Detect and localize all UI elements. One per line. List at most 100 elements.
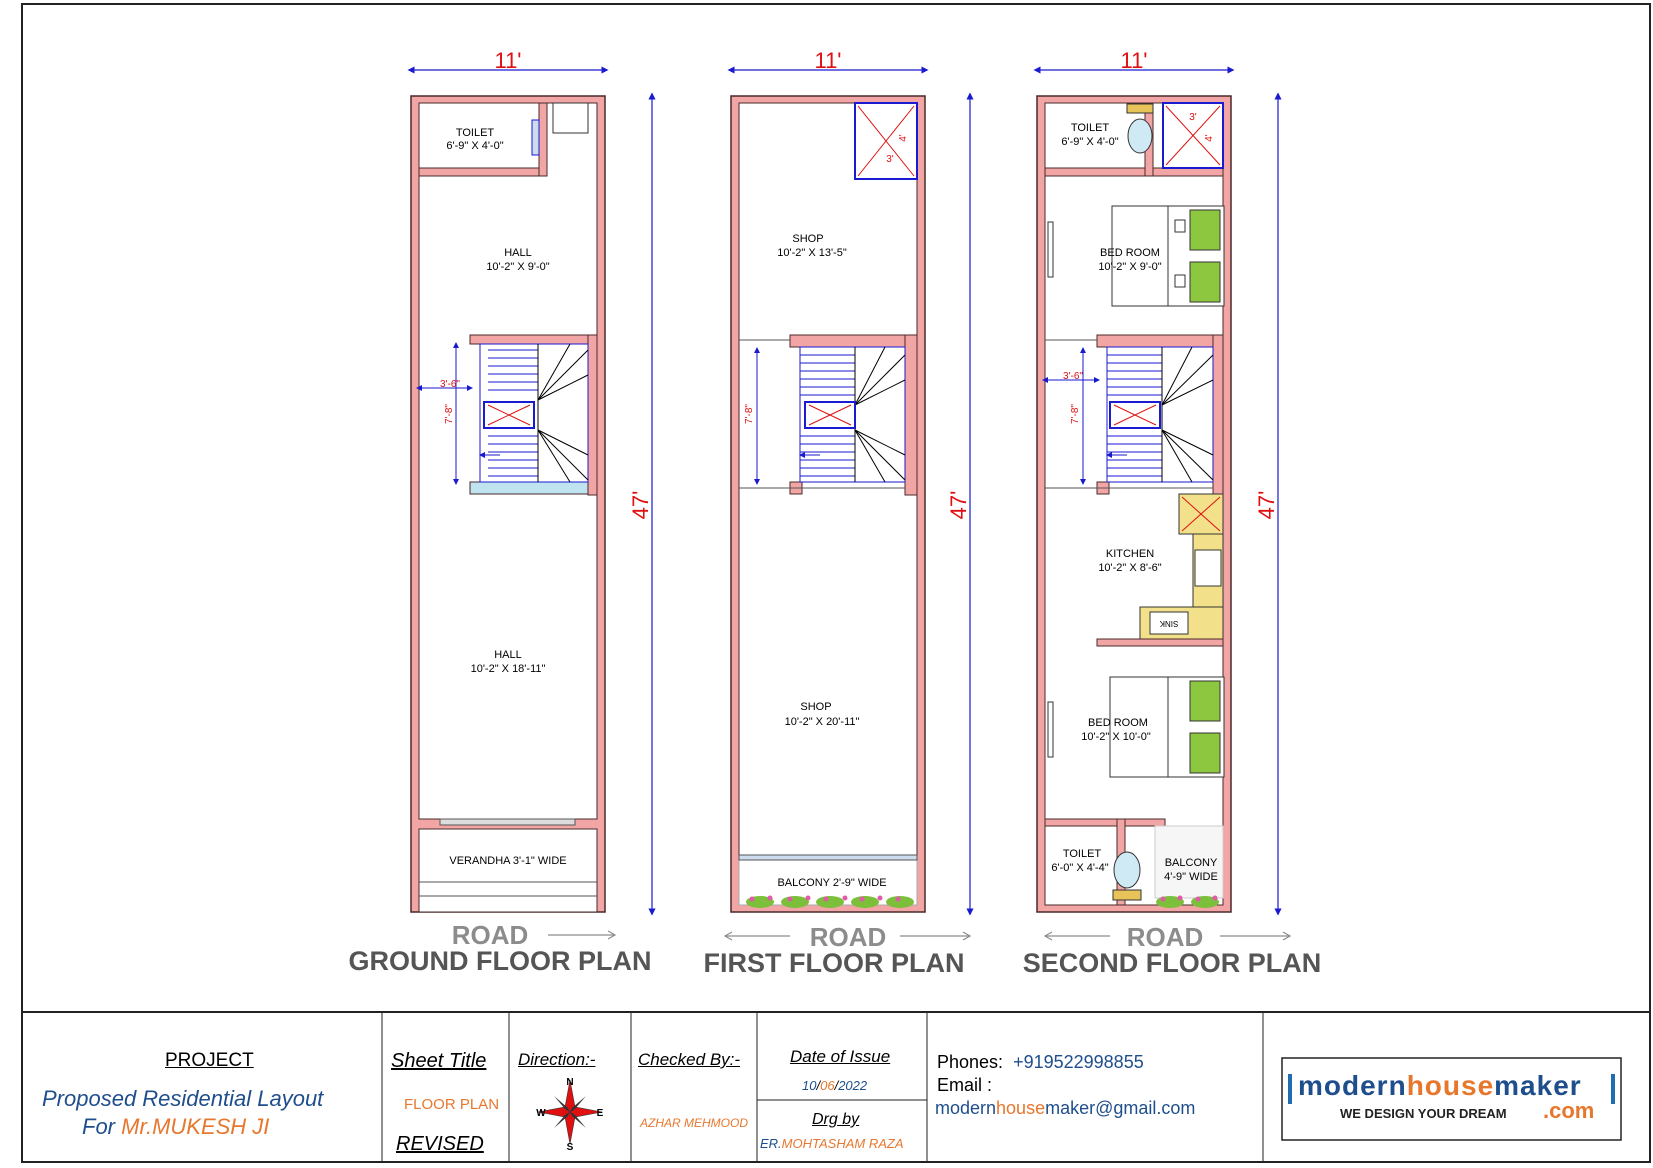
second-road-label: ROAD bbox=[1127, 922, 1204, 952]
first-road-label: ROAD bbox=[810, 922, 887, 952]
second-room-size: 10'-2" X 10'-0" bbox=[1081, 731, 1151, 743]
first-balcony-plants bbox=[746, 895, 914, 908]
drg-by-prefix: ER. bbox=[760, 1136, 782, 1151]
ground-room-name: HALL bbox=[494, 649, 522, 661]
second-width-dim: 11' bbox=[1120, 48, 1147, 73]
phone-number: +919522998855 bbox=[1013, 1052, 1144, 1072]
second-duct-dim: 4' bbox=[1204, 134, 1215, 142]
email-part: house bbox=[996, 1098, 1046, 1118]
project-label: PROJECT bbox=[165, 1050, 254, 1071]
phones-label: Phones: bbox=[937, 1052, 1004, 1072]
second-room-size: 6'-0" X 4'-4" bbox=[1051, 862, 1108, 874]
first-depth-dim: 47' bbox=[946, 491, 971, 520]
second-floor-plan bbox=[1036, 95, 1232, 913]
revised-label: REVISED bbox=[396, 1133, 484, 1155]
ground-duct-cross bbox=[487, 404, 531, 426]
date-of-issue-label: Date of Issue bbox=[790, 1047, 891, 1066]
second-wardrobe bbox=[1047, 221, 1054, 278]
second-kitchen-wall bbox=[1096, 638, 1224, 647]
checked-by-label: Checked By:- bbox=[638, 1050, 741, 1069]
second-side-table bbox=[1174, 274, 1186, 288]
ground-room-name: TOILET bbox=[456, 127, 495, 139]
phones-line: Phones: +919522998855 bbox=[937, 1052, 1144, 1073]
second-stair-right-wall bbox=[1212, 334, 1224, 496]
project-line2: For Mr.MUKESH JI bbox=[82, 1114, 269, 1140]
compass-north: N bbox=[566, 1077, 573, 1088]
ground-plan-title: GROUND FLOOR PLAN bbox=[349, 946, 652, 976]
second-balcony-plants bbox=[1156, 895, 1219, 908]
first-stairs bbox=[799, 346, 906, 483]
second-duct-dim: 3' bbox=[1189, 112, 1197, 123]
second-stair-top-wall bbox=[1096, 334, 1224, 348]
compass-east: E bbox=[597, 1108, 604, 1119]
second-depth-dim: 47' bbox=[1254, 491, 1279, 520]
ground-room-name: HALL bbox=[504, 247, 532, 259]
first-room-size: 10'-2" X 13'-5" bbox=[777, 247, 847, 259]
second-kitchen-stove bbox=[1194, 549, 1222, 587]
email-address[interactable]: modernhousemaker@gmail.com bbox=[935, 1098, 1195, 1119]
date-year: 2022 bbox=[838, 1078, 868, 1093]
ground-depth-dim: 47' bbox=[628, 491, 653, 520]
first-stair-right-wall bbox=[904, 334, 918, 496]
ground-room-size: 10'-2" X 18'-11" bbox=[471, 663, 546, 675]
second-bed-1-pillow bbox=[1189, 261, 1221, 303]
logo-bar-icon bbox=[1288, 1074, 1292, 1104]
first-width-dim: 11' bbox=[814, 48, 841, 73]
first-room-name: SHOP bbox=[792, 233, 823, 245]
logo-bar-icon bbox=[1611, 1074, 1615, 1104]
ground-stair-length-text: 7'-8" bbox=[444, 404, 455, 424]
ground-stairs bbox=[479, 343, 589, 483]
ground-width-dim: 11' bbox=[494, 48, 521, 73]
second-toilet-wall bbox=[1044, 167, 1146, 177]
first-plan-title: FIRST FLOOR PLAN bbox=[704, 948, 965, 978]
first-balcony-rail bbox=[738, 854, 918, 861]
second-wardrobe bbox=[1047, 701, 1054, 758]
second-duct-cross bbox=[1113, 404, 1157, 426]
second-room-name: BED ROOM bbox=[1100, 247, 1160, 259]
second-bed-1-pillow bbox=[1189, 209, 1221, 251]
second-kitchen-duct-cross bbox=[1181, 496, 1221, 532]
drg-by-name: MOHTASHAM RAZA bbox=[781, 1136, 904, 1151]
date-day: 10 bbox=[802, 1078, 817, 1093]
second-duct-cross bbox=[1165, 105, 1221, 166]
second-bottom-wc bbox=[1113, 851, 1141, 889]
second-room-size: 6'-9" X 4'-0" bbox=[1061, 136, 1118, 148]
ground-stair-right-wall bbox=[587, 334, 598, 496]
first-balcony-label: BALCONY 2'-9" WIDE bbox=[777, 877, 886, 889]
ground-toilet-side-wall bbox=[538, 102, 548, 177]
first-floor-plan bbox=[730, 95, 926, 913]
ground-verandha-label: VERANDHA 3'-1" WIDE bbox=[449, 855, 566, 867]
email-part: maker@gmail.com bbox=[1045, 1098, 1196, 1118]
date-month: 06 bbox=[820, 1078, 835, 1093]
ground-interior bbox=[418, 102, 598, 820]
logo-part: modern bbox=[1298, 1070, 1407, 1101]
ground-room-size: 6'-9" X 4'-0" bbox=[446, 140, 503, 152]
sheet-border bbox=[21, 3, 1651, 1163]
logo-part: maker bbox=[1494, 1070, 1582, 1101]
compass-west: W bbox=[536, 1108, 546, 1119]
ground-toilet-wall bbox=[418, 167, 540, 177]
sheet-title-value: FLOOR PLAN bbox=[404, 1096, 500, 1113]
checked-by-value: AZHAR MEHMOOD bbox=[640, 1116, 748, 1130]
first-interior bbox=[738, 102, 918, 906]
logo-com: .com bbox=[1543, 1098, 1595, 1123]
second-room-size: 4'-9" WIDE bbox=[1164, 871, 1218, 883]
ground-stair-top-wall bbox=[469, 334, 598, 345]
second-duct-wall bbox=[1152, 167, 1224, 177]
ground-wc-fixture bbox=[552, 102, 589, 134]
second-room-name: TOILET bbox=[1063, 848, 1102, 860]
ground-verandha bbox=[418, 828, 598, 913]
second-sink-label: SINK bbox=[1159, 619, 1178, 628]
logo-part: house bbox=[1406, 1070, 1495, 1101]
second-bottom-toilet-wall bbox=[1044, 818, 1166, 827]
title-block-grid bbox=[381, 1012, 1264, 1162]
logo-box bbox=[1281, 1057, 1622, 1141]
second-stair-length-text: 7'-8" bbox=[1070, 404, 1081, 424]
first-duct-dim: 4' bbox=[898, 134, 909, 142]
ground-front-step bbox=[439, 818, 576, 826]
ground-stair-parapet bbox=[469, 481, 589, 495]
compass-south: S bbox=[567, 1142, 574, 1153]
second-side-table bbox=[1174, 219, 1186, 233]
compass-rose-icon bbox=[537, 1079, 603, 1145]
